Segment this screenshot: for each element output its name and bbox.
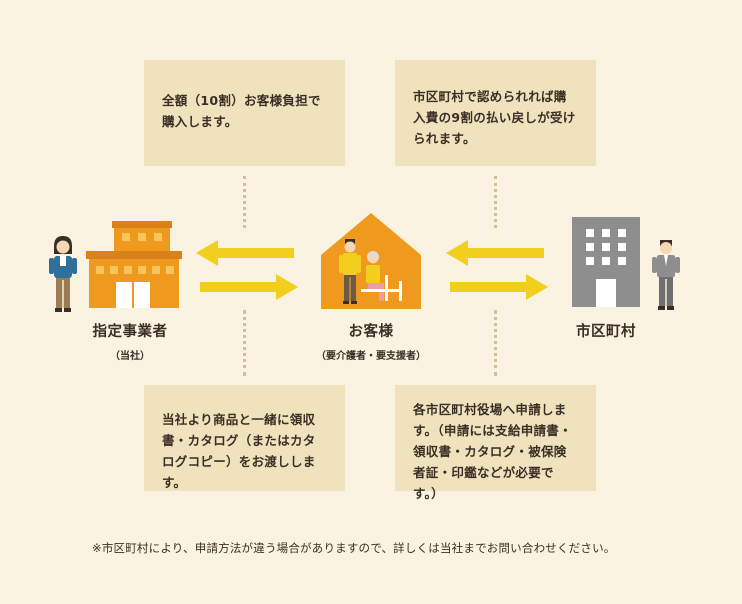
- customer-name: お客様: [348, 324, 394, 340]
- purchase-box: 全額（10割）お客様負担で購入します。: [144, 60, 345, 166]
- office-building-icon: [572, 217, 640, 307]
- provider-label: 指定事業者 （当社）: [60, 320, 200, 362]
- arrow-right-icon: [200, 274, 298, 300]
- customer-label: お客様 （要介護者・要支援者）: [291, 320, 451, 362]
- municipality-name: 市区町村: [576, 324, 636, 340]
- provider-sub: （当社）: [110, 351, 150, 362]
- arrow-left-icon: [196, 240, 294, 266]
- footnote: ※市区町村により、申請方法が違う場合がありますので、詳しくは当社までお問い合わせ…: [92, 541, 616, 555]
- municipality-label: 市区町村: [556, 320, 656, 341]
- house-icon: [321, 213, 421, 309]
- arrow-left-icon: [446, 240, 544, 266]
- application-box: 各市区町村役場へ申請します。（申請には支給申請書・領収書・カタログ・被保険者証・…: [395, 385, 596, 501]
- refund-box: 市区町村で認められれば購入費の9割の払い戻しが受けられます。: [395, 60, 596, 166]
- connector-top-right: [494, 176, 497, 228]
- connector-top-left: [243, 176, 246, 228]
- person-icon: [652, 240, 680, 310]
- customer-sub: （要介護者・要支援者）: [316, 351, 426, 362]
- connector-bottom-left: [243, 310, 246, 376]
- connector-bottom-right: [494, 310, 497, 376]
- arrow-right-icon: [450, 274, 548, 300]
- provider-name: 指定事業者: [92, 324, 168, 340]
- receipt-box: 当社より商品と一緒に領収書・カタログ（またはカタログコピー）をお渡しします。: [144, 385, 345, 491]
- family-icon: [339, 239, 402, 304]
- person-icon: [49, 236, 77, 312]
- store-building-icon: [86, 221, 182, 308]
